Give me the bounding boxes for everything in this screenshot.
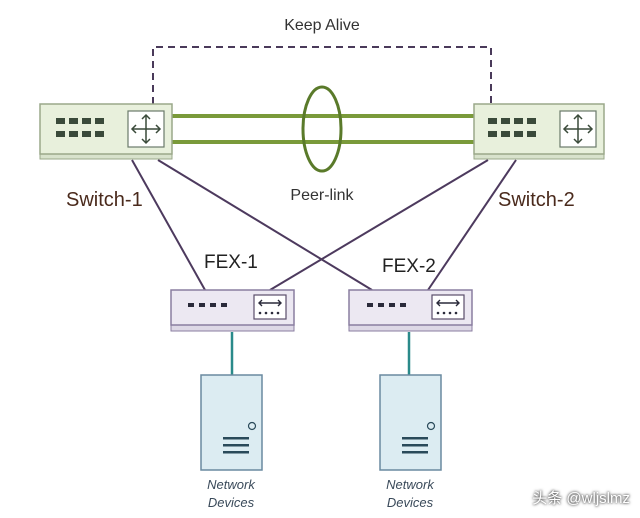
router-arrows-icon <box>127 110 165 148</box>
peer-link-bundle-ring <box>301 85 343 173</box>
bidirectional-arrow-icon <box>431 294 465 320</box>
switch-2-label: Switch-2 <box>498 189 575 211</box>
fex-2 <box>348 289 473 332</box>
uplink-switch1-fex2 <box>157 159 373 291</box>
port-icon <box>56 118 104 137</box>
keep-alive-link <box>152 46 492 104</box>
server-icon <box>200 374 263 471</box>
device-2-label-line1: Network <box>386 477 435 492</box>
peer-link-label: Peer-link <box>290 187 354 204</box>
server-icon <box>379 374 442 471</box>
fex-2-label: FEX-2 <box>382 256 436 277</box>
uplink-switch2-fex2 <box>427 159 517 291</box>
device-1-label-line1: Network <box>207 477 256 492</box>
bidirectional-arrow-icon <box>253 294 287 320</box>
fex-1 <box>170 289 295 332</box>
switch-1 <box>39 103 173 160</box>
switch-1-label: Switch-1 <box>66 189 143 211</box>
port-icon <box>188 303 227 307</box>
device-2-label-line2: Devices <box>387 495 434 510</box>
port-icon <box>488 118 536 137</box>
port-icon <box>367 303 406 307</box>
uplink-switch1-fex1 <box>131 159 206 291</box>
router-arrows-icon <box>559 110 597 148</box>
switch-2 <box>473 103 605 160</box>
device-1-label-line2: Devices <box>208 495 255 510</box>
keep-alive-label: Keep Alive <box>284 17 360 34</box>
uplink-switch2-fex1 <box>269 159 489 291</box>
fex-1-label: FEX-1 <box>204 252 258 273</box>
watermark: 头条 @wljslmz <box>532 490 630 507</box>
